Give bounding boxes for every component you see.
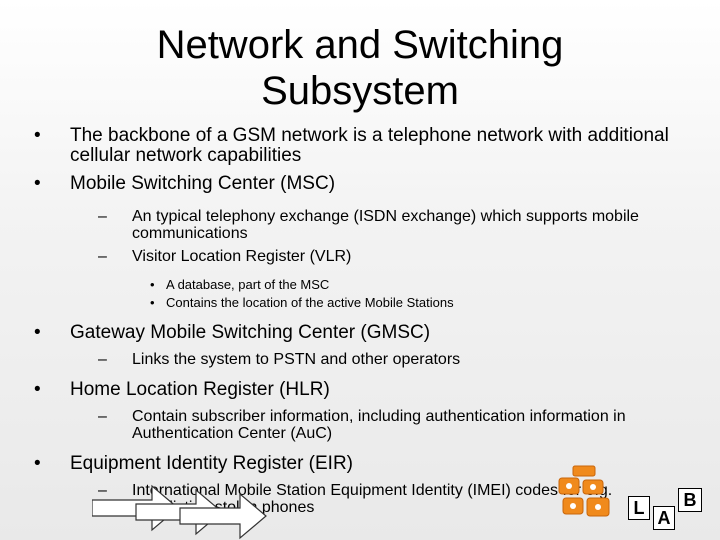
bullet-marker: • (150, 277, 155, 292)
bullet-text: Home Location Register (HLR) (70, 379, 330, 400)
dash-marker: – (98, 482, 107, 499)
bullet-backbone: • The backbone of a GSM network is a tel… (34, 126, 694, 166)
sub-sub-bullet-database: • A database, part of the MSC (150, 277, 694, 293)
bullet-marker: • (34, 173, 41, 194)
label-a: A (653, 506, 675, 530)
dash-marker: – (98, 408, 107, 425)
bullet-marker: • (34, 322, 41, 343)
sub-bullet-text: Contain subscriber information, includin… (132, 408, 626, 442)
bullet-marker: • (34, 379, 41, 400)
sub-bullet-vlr: – Visitor Location Register (VLR) (98, 248, 694, 265)
sub-bullet-text: Visitor Location Register (VLR) (132, 248, 352, 265)
sub-bullet-pstn: – Links the system to PSTN and other ope… (98, 351, 694, 368)
sub-bullet-text: An typical telephony exchange (ISDN exch… (132, 208, 639, 242)
slide-body: • The backbone of a GSM network is a tel… (34, 126, 694, 522)
bullet-text: Gateway Mobile Switching Center (GMSC) (70, 322, 431, 343)
outline-arrows-icon (92, 484, 267, 540)
dash-marker: – (98, 208, 107, 225)
bullet-msc: • Mobile Switching Center (MSC) (34, 174, 694, 194)
bullet-hlr: • Home Location Register (HLR) (34, 380, 694, 400)
title-line-2: Subsystem (261, 69, 459, 113)
bullet-marker: • (150, 295, 155, 310)
label-b: B (678, 488, 702, 512)
orange-logo-icon (558, 465, 610, 517)
bullet-gmsc: • Gateway Mobile Switching Center (GMSC) (34, 323, 694, 343)
bullet-text: Equipment Identity Register (EIR) (70, 453, 354, 474)
sub-sub-bullet-text: Contains the location of the active Mobi… (166, 295, 454, 310)
bullet-text: The backbone of a GSM network is a telep… (70, 125, 669, 166)
sub-sub-bullet-text: A database, part of the MSC (166, 277, 330, 292)
bullet-marker: • (34, 453, 41, 474)
sub-bullet-subscriber: – Contain subscriber information, includ… (98, 408, 694, 442)
sub-bullet-text: Links the system to PSTN and other opera… (132, 351, 461, 368)
dash-marker: – (98, 351, 107, 368)
bullet-text: Mobile Switching Center (MSC) (70, 173, 336, 194)
bullet-eir: • Equipment Identity Register (EIR) (34, 454, 694, 474)
dash-marker: – (98, 248, 107, 265)
sub-bullet-exchange: – An typical telephony exchange (ISDN ex… (98, 208, 694, 242)
bullet-marker: • (34, 125, 41, 146)
label-l: L (628, 496, 650, 520)
sub-sub-bullet-location: • Contains the location of the active Mo… (150, 295, 694, 311)
slide-title: Network and Switching Subsystem (0, 22, 720, 114)
title-line-1: Network and Switching (156, 23, 564, 67)
